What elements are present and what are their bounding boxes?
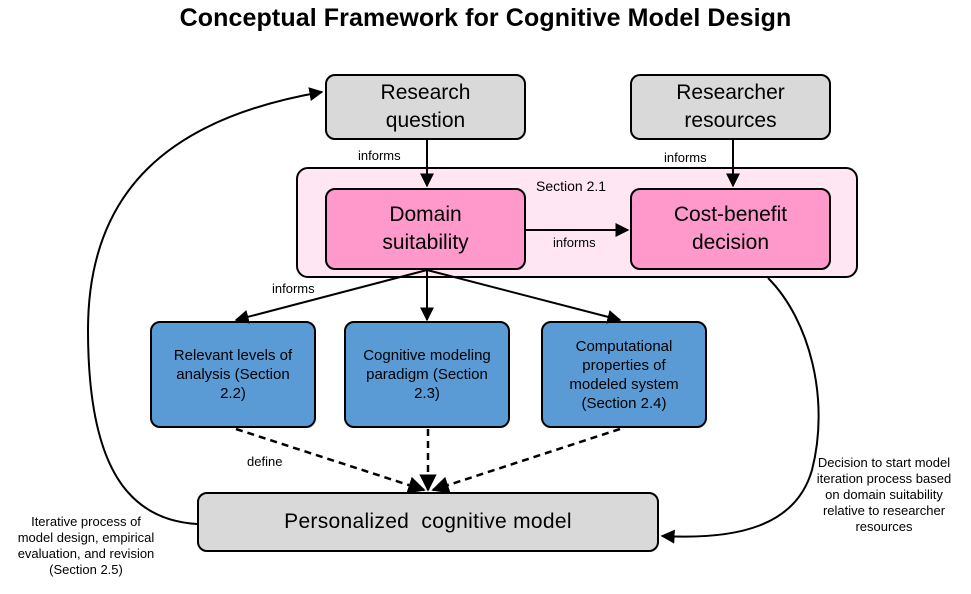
domain-suitability-text: Domain suitability	[382, 203, 469, 254]
define-label: define	[247, 454, 283, 469]
edge-ds-to-levels	[234, 269, 428, 324]
informs-label-ds-cb: informs	[553, 235, 596, 250]
levels-of-analysis-node: Relevant levels of analysis (Section 2.2…	[150, 321, 316, 428]
iterative-process-text: Iterative process of model design, empir…	[17, 514, 155, 577]
edge-iterative-loop	[86, 87, 324, 525]
edge-ds-to-computational	[426, 269, 622, 324]
computational-properties-node: Computational properties of modeled syst…	[541, 321, 707, 428]
edge-decision-curve	[660, 277, 820, 544]
informs-label-rr: informs	[664, 150, 707, 165]
edge-levels-to-model	[235, 427, 426, 494]
domain-suitability-node: Domain suitability	[325, 188, 526, 270]
decision-note: Decision to start model iteration proces…	[798, 455, 970, 535]
levels-of-analysis-text: Relevant levels of analysis (Section 2.2…	[173, 347, 293, 402]
cost-benefit-text: Cost-benefit decision	[673, 203, 788, 254]
personalized-model-node: Personalized cognitive model	[197, 492, 659, 552]
personalized-model-text: Personalized cognitive model	[284, 510, 572, 533]
informs-label-ds-children: informs	[272, 281, 315, 296]
diagram-title: Conceptual Framework for Cognitive Model…	[179, 4, 792, 32]
informs-label-rq: informs	[358, 148, 401, 163]
research-question-node: Research question	[325, 74, 526, 140]
decision-text: Decision to start model iteration proces…	[816, 455, 952, 534]
cost-benefit-node: Cost-benefit decision	[630, 188, 831, 270]
edge-computational-to-model	[431, 427, 621, 494]
modeling-paradigm-node: Cognitive modeling paradigm (Section 2.3…	[344, 321, 510, 428]
iterative-process-note: Iterative process of model design, empir…	[2, 514, 170, 578]
research-question-text: Research question	[380, 81, 471, 132]
researcher-resources-text: Researcher resources	[676, 81, 785, 132]
researcher-resources-node: Researcher resources	[630, 74, 831, 140]
modeling-paradigm-text: Cognitive modeling paradigm (Section 2.3…	[363, 347, 491, 402]
section-2-1-label: Section 2.1	[536, 178, 607, 194]
computational-properties-text: Computational properties of modeled syst…	[569, 337, 679, 412]
